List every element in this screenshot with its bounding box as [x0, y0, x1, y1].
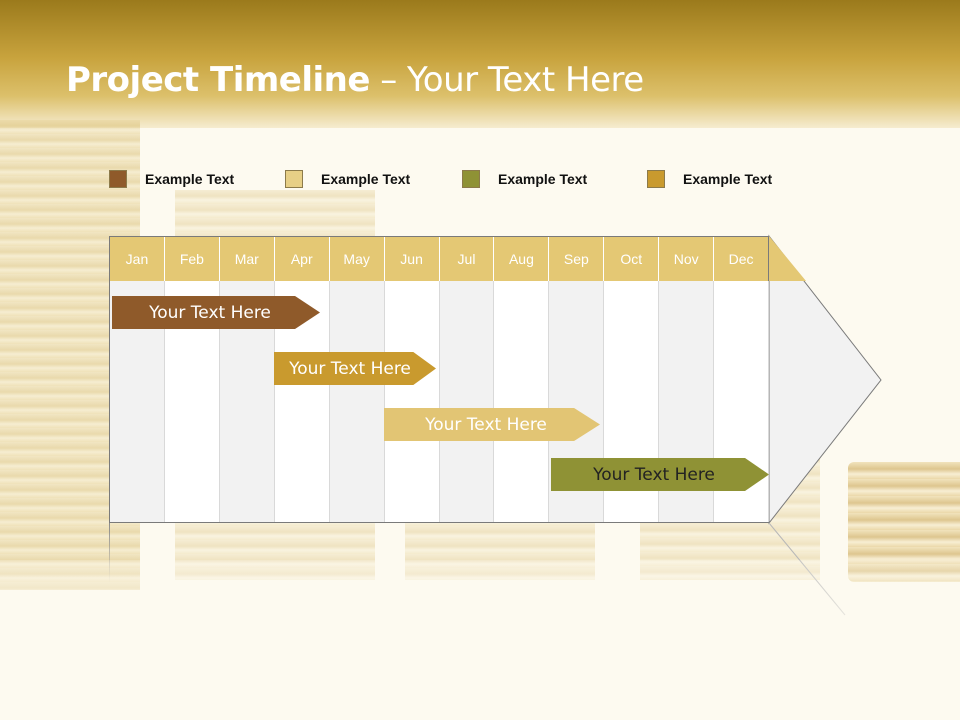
task-arrow[interactable]: Your Text Here [112, 296, 320, 329]
legend-label: Example Text [145, 171, 235, 187]
month-label: Feb [165, 237, 220, 281]
timeline-grid [109, 281, 770, 523]
month-label: Apr [275, 237, 330, 281]
page-title[interactable]: Project Timeline – Your Text Here [66, 60, 644, 100]
task-arrow[interactable]: Your Text Here [274, 352, 436, 385]
month-label: May [330, 237, 385, 281]
month-column [384, 281, 440, 522]
month-column [494, 281, 550, 522]
month-label: Dec [728, 251, 754, 267]
month-label: Oct [604, 237, 660, 281]
legend-label: Example Text [683, 171, 773, 187]
task-arrow[interactable]: Your Text Here [384, 408, 600, 441]
month-label: Nov [659, 237, 715, 281]
bottom-fade [0, 560, 960, 720]
legend-item[interactable]: Example Text [647, 170, 772, 188]
title-banner [0, 0, 960, 128]
legend-item[interactable]: Example Text [462, 170, 587, 188]
month-label: Mar [220, 237, 275, 281]
month-column [329, 281, 385, 522]
month-header-row: Jan Feb Mar Apr May Jun Jul Aug Sep Oct … [109, 236, 769, 282]
legend-swatch [462, 170, 480, 188]
month-label: Jul [440, 237, 495, 281]
title-subtitle: – Your Text Here [369, 60, 644, 100]
month-label: Jan [110, 237, 165, 281]
month-label: Sep [549, 237, 605, 281]
title-bold: Project Timeline [66, 60, 370, 100]
legend-item[interactable]: Example Text [109, 170, 234, 188]
month-label: Aug [494, 237, 550, 281]
legend-label: Example Text [498, 171, 588, 187]
legend-swatch [285, 170, 303, 188]
task-arrow[interactable]: Your Text Here [551, 458, 769, 491]
month-label: Jun [385, 237, 440, 281]
month-column [439, 281, 495, 522]
legend-item[interactable]: Example Text [285, 170, 410, 188]
legend-swatch [109, 170, 127, 188]
legend-label: Example Text [321, 171, 411, 187]
timeline-reflection [109, 523, 110, 583]
legend-swatch [647, 170, 665, 188]
